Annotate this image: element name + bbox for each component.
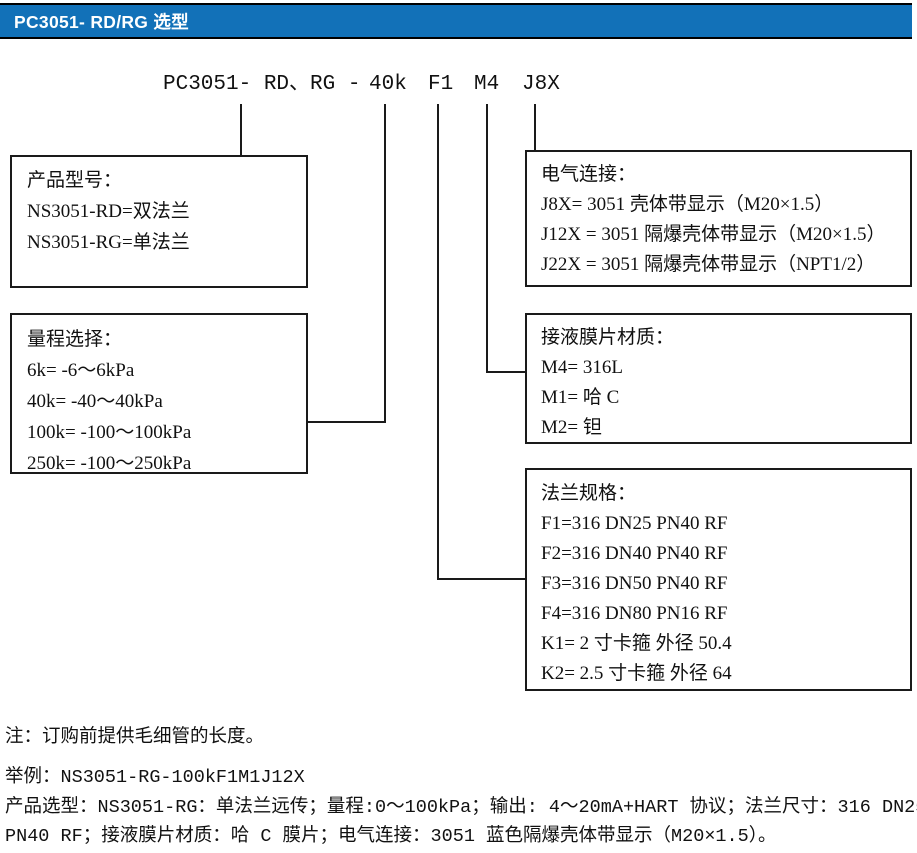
option-line: F3=316 DN50 PN40 RF <box>541 573 728 594</box>
code-diaphragm-segment: M4 <box>474 73 500 96</box>
option-line: M4= 316L <box>541 357 623 378</box>
option-line: F2=316 DN40 PN40 RF <box>541 543 728 564</box>
note-description-line2: PN40 RF；接液膜片材质：哈 C 膜片；电气连接：3051 蓝色隔爆壳体带显… <box>5 826 777 847</box>
connector-electrical-vline <box>534 104 536 150</box>
option-line: 6k= -6～6kPa <box>27 360 135 381</box>
connector-flange-vline <box>437 104 439 580</box>
option-line: M1= 哈 C <box>541 387 620 408</box>
connector-range-hline <box>308 421 386 423</box>
box-title: 量程选择： <box>27 329 123 350</box>
option-line: NS3051-RD=双法兰 <box>27 201 190 222</box>
box-electrical-connection: 电气连接： J8X= 3051 壳体带显示（M20×1.5） J12X = 30… <box>525 150 912 287</box>
connector-diaphragm-hline <box>486 371 525 373</box>
note-description-line1: 产品选型：NS3051-RG：单法兰远传；量程:0～100kPa；输出: 4～2… <box>5 797 917 818</box>
box-title: 法兰规格： <box>541 483 637 504</box>
box-title: 电气连接： <box>541 164 637 185</box>
box-diaphragm-material: 接液膜片材质： M4= 316L M1= 哈 C M2= 钽 <box>525 313 912 444</box>
code-flange-segment: F1 <box>428 73 454 96</box>
option-line: F1=316 DN25 PN40 RF <box>541 513 728 534</box>
option-line: NS3051-RG=单法兰 <box>27 232 190 253</box>
option-line: K1= 2 寸卡箍 外径 50.4 <box>541 633 732 654</box>
section-title: PC3051- RD/RG 选型 <box>14 11 189 32</box>
option-line: 250k= -100～250kPa <box>27 453 192 474</box>
connector-diaphragm-vline <box>486 104 488 373</box>
option-line: J22X = 3051 隔爆壳体带显示（NPT1/2） <box>541 254 876 275</box>
box-title: 接液膜片材质： <box>541 327 675 348</box>
option-line: 40k= -40～40kPa <box>27 391 163 412</box>
note-example: 举例：NS3051-RG-100kF1M1J12X <box>5 767 305 788</box>
option-line: M2= 钽 <box>541 417 602 438</box>
connector-model-vline <box>240 104 242 155</box>
code-electrical-segment: J8X <box>522 73 560 96</box>
option-line: F4=316 DN80 PN16 RF <box>541 603 728 624</box>
box-flange-spec: 法兰规格： F1=316 DN25 PN40 RF F2=316 DN40 PN… <box>525 468 912 691</box>
connector-range-vline <box>384 104 386 423</box>
box-range-selection: 量程选择： 6k= -6～6kPa 40k= -40～40kPa 100k= -… <box>10 313 308 474</box>
code-model-segment: PC3051- RD、RG - <box>163 73 361 96</box>
option-line: J12X = 3051 隔爆壳体带显示（M20×1.5） <box>541 224 886 245</box>
option-line: 100k= -100～100kPa <box>27 422 192 443</box>
code-range-segment: 40k <box>369 73 407 96</box>
box-title: 产品型号： <box>27 170 123 191</box>
box-product-model: 产品型号： NS3051-RD=双法兰 NS3051-RG=单法兰 <box>10 155 308 288</box>
option-line: J8X= 3051 壳体带显示（M20×1.5） <box>541 194 834 215</box>
section-header-bar: PC3051- RD/RG 选型 <box>0 3 912 39</box>
option-line: K2= 2.5 寸卡箍 外径 64 <box>541 663 732 684</box>
note-capillary: 注：订购前提供毛细管的长度。 <box>5 727 265 748</box>
connector-flange-hline <box>437 578 525 580</box>
